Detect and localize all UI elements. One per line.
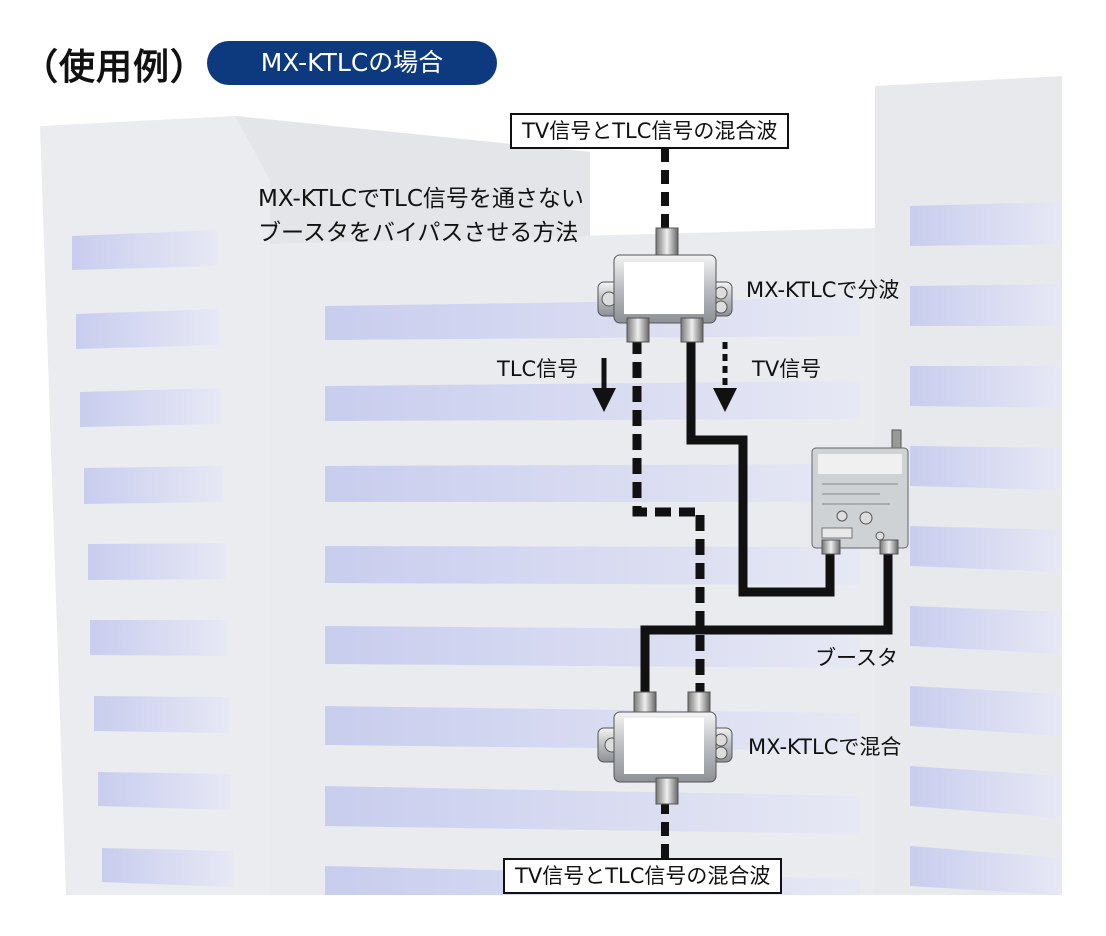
screw-icon [714,286,728,300]
method-line-1: MX-KTLCでTLC信号を通さない [258,186,584,212]
windows-left [72,230,233,887]
tlc-signal-arrow [592,358,616,412]
booster-output-cable [640,548,893,700]
output-signal-label: TV信号とTLC信号の混合波 [503,858,783,894]
method-description: MX-KTLCでTLC信号を通さない ブースタをバイパスさせる方法 [258,182,584,250]
mix-label: MX-KTLCで混合 [748,735,902,759]
tlc-dashed-cable [632,338,705,700]
splitter-top-in-connector [655,227,679,259]
splitter-top-out-connector [680,317,704,343]
model-badge: MX-KTLCの場合 [207,41,497,85]
mixer-out-connector [655,777,679,805]
booster-device [811,429,909,555]
tlc-signal-label: TLC信号 [497,357,579,381]
input-signal-label: TV信号とTLC信号の混合波 [510,113,790,149]
booster-label: ブースタ [815,646,898,670]
screw-icon [714,733,728,747]
tv-signal-arrow [713,342,737,412]
screw-icon [714,300,728,314]
split-label: MX-KTLCで分波 [746,278,900,302]
screw-icon [714,746,728,760]
windows-right [910,202,1062,895]
tv-cable-to-booster [686,338,835,597]
splitter-top-out-connector [626,317,650,343]
tv-signal-label: TV信号 [752,357,822,381]
splitter-top-device [597,227,733,343]
mixer-bottom-device [597,691,733,805]
cables [632,148,893,864]
method-line-2: ブースタをバイパスさせる方法 [258,220,579,246]
page-title: （使用例） [22,47,208,88]
